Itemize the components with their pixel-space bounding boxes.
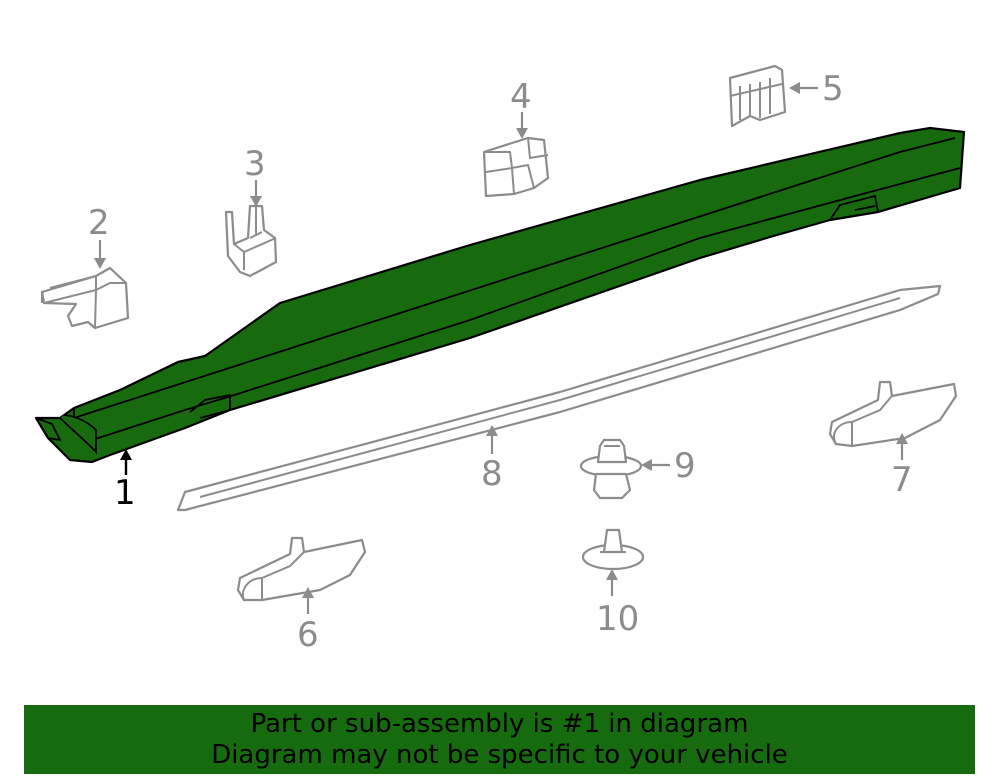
callout-5[interactable]: 5: [822, 69, 844, 109]
callout-9[interactable]: 9: [674, 446, 696, 486]
part-10-clip-pin[interactable]: [581, 528, 645, 571]
part-4-retainer[interactable]: [482, 136, 550, 198]
part-5-retainer-clip[interactable]: [728, 64, 787, 128]
part-6-end-cap[interactable]: [236, 536, 367, 602]
callout-3[interactable]: 3: [244, 144, 266, 184]
callout-2[interactable]: 2: [88, 203, 110, 243]
banner-line-2: Diagram may not be specific to your vehi…: [211, 739, 788, 770]
callout-10[interactable]: 10: [596, 599, 639, 639]
arrowhead-9: [641, 459, 652, 471]
arrowhead-5: [789, 82, 800, 94]
arrowhead-2: [94, 258, 106, 269]
arrowhead-10: [606, 569, 618, 580]
part-3-clip[interactable]: [224, 204, 278, 278]
part-8-sill-strip[interactable]: [176, 284, 942, 512]
callout-4[interactable]: 4: [510, 77, 532, 117]
info-banner: Part or sub-assembly is #1 in diagram Di…: [24, 705, 975, 774]
arrowhead-7: [896, 433, 908, 444]
arrowhead-3: [250, 196, 262, 207]
arrowhead-6: [302, 587, 314, 598]
parts-diagram: 1 2 3 4 5 8 9: [34, 64, 966, 655]
banner-line-1: Part or sub-assembly is #1 in diagram: [250, 708, 749, 739]
arrowhead-8: [486, 425, 498, 436]
callout-1[interactable]: 1: [114, 473, 136, 513]
part-9-push-fastener[interactable]: [579, 438, 643, 500]
part-1-rocker-molding[interactable]: [34, 126, 966, 464]
arrowhead-4: [516, 128, 528, 139]
callout-8[interactable]: 8: [481, 454, 503, 494]
part-2-bracket[interactable]: [40, 266, 130, 330]
callout-6[interactable]: 6: [297, 615, 319, 655]
arrowhead-1: [120, 449, 132, 460]
part-7-end-cap[interactable]: [828, 380, 958, 448]
callout-7[interactable]: 7: [891, 460, 913, 500]
